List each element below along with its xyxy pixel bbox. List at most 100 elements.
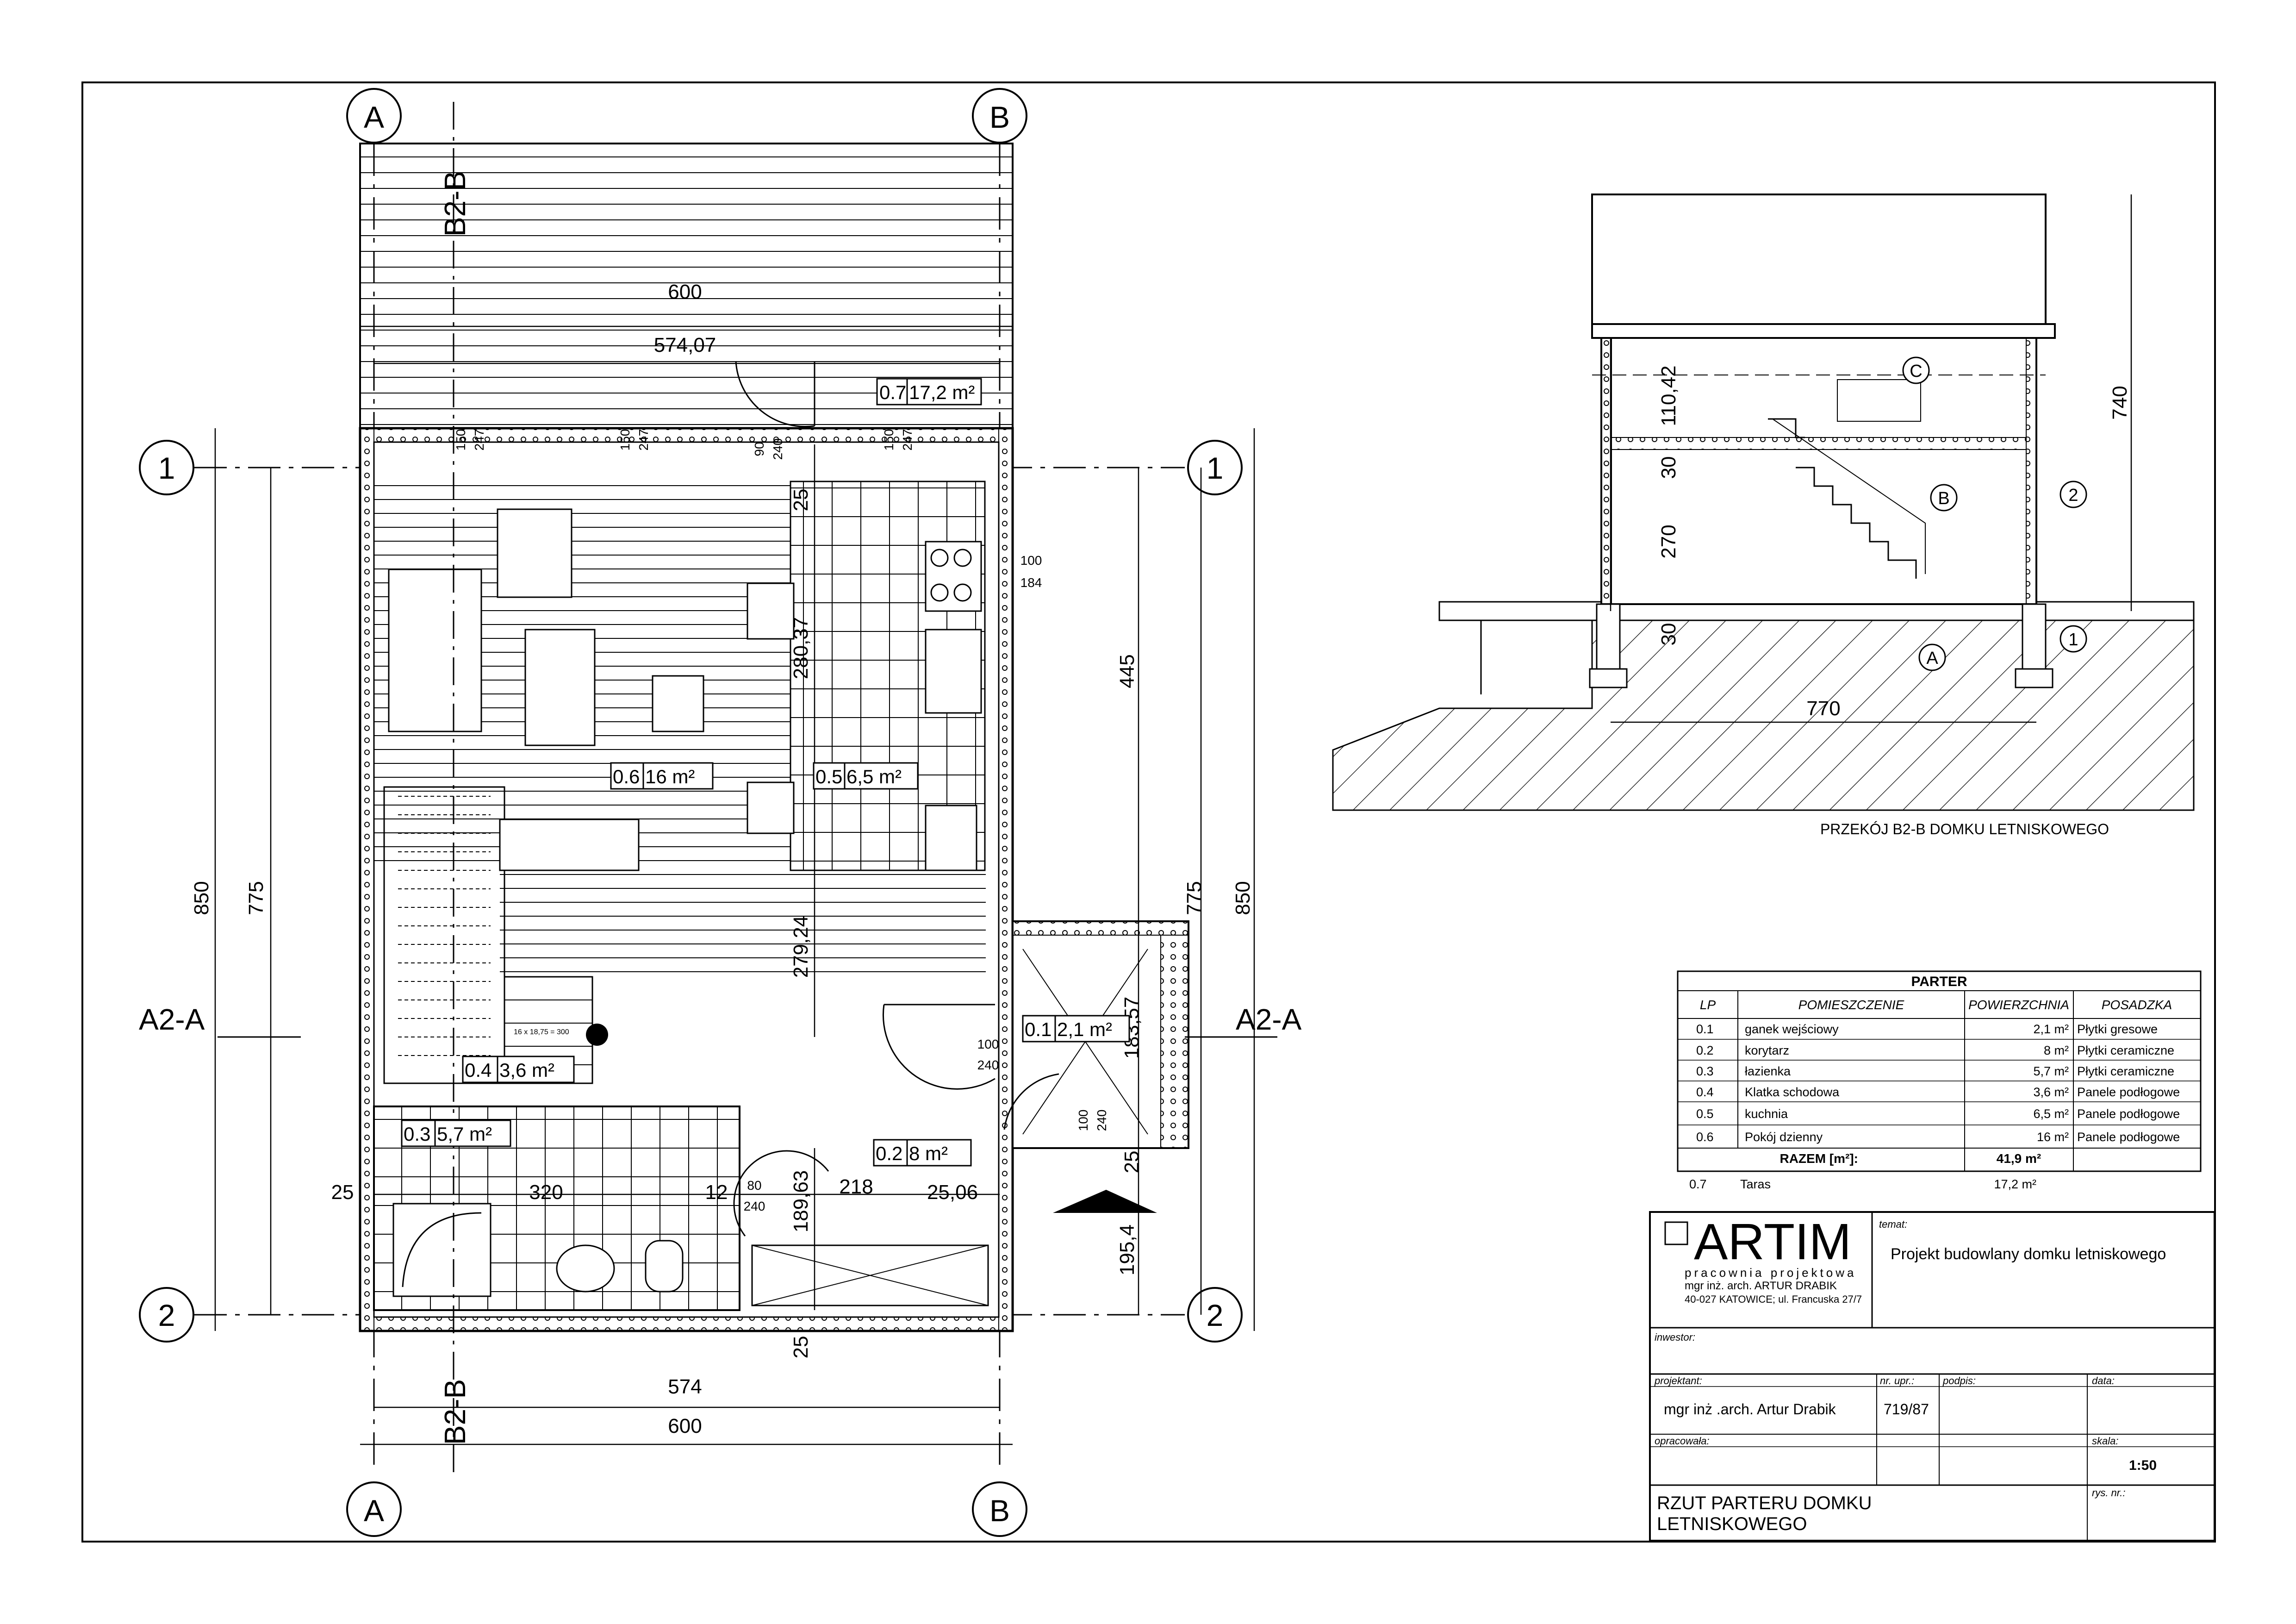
svg-text:Płytki gresowe: Płytki gresowe (2077, 1022, 2158, 1036)
svg-text:A: A (364, 1493, 384, 1528)
dining-chair (747, 781, 795, 834)
svg-text:Panele podłogowe: Panele podłogowe (2077, 1085, 2180, 1099)
dim-600-bottom: 600 (668, 1415, 702, 1437)
floor-slab (1611, 437, 2027, 450)
svg-text:łazienka: łazienka (1745, 1064, 1791, 1078)
logo-square-icon (1664, 1221, 1688, 1245)
roof-gable (1591, 194, 2047, 339)
svg-text:A: A (1926, 649, 1938, 668)
logo-text: ARTIM (1694, 1213, 1851, 1270)
dim-25-top: 25 (790, 489, 812, 512)
room-tag-0-1: 0.1 2,1 m² (1022, 1015, 1130, 1043)
dim-12: 12 (705, 1181, 728, 1204)
door-dim-240-hall: 240 (977, 1058, 999, 1072)
dimension-texts: 600 574,07 574 600 850 775 775 850 445 1… (190, 281, 1254, 1437)
dim-320: 320 (529, 1181, 563, 1204)
svg-text:ganek wejściowy: ganek wejściowy (1745, 1022, 1839, 1036)
svg-text:LP: LP (1700, 998, 1716, 1012)
projektant-value: mgr inż .arch. Artur Drabik (1664, 1401, 1836, 1418)
svg-text:0.4: 0.4 (1696, 1085, 1714, 1099)
svg-text:A: A (364, 100, 384, 134)
house-section (1600, 337, 2037, 605)
title-block: ARTIM pracownia projektowa mgr inż. arch… (1649, 1211, 2215, 1542)
svg-text:0.4: 0.4 (465, 1059, 492, 1081)
armchair (497, 508, 572, 598)
dimension-lines (214, 325, 1255, 1445)
nr-label: nr. upr.: (1880, 1375, 1914, 1387)
svg-text:C: C (1910, 362, 1922, 381)
svg-text:0.1: 0.1 (1025, 1018, 1052, 1040)
win-dim-247-1: 247 (472, 429, 486, 451)
svg-text:POWIERZCHNIA: POWIERZCHNIA (1968, 998, 2069, 1012)
shower-tray (392, 1203, 492, 1297)
svg-text:B: B (989, 100, 1010, 134)
svg-text:Płytki ceramiczne: Płytki ceramiczne (2077, 1043, 2174, 1057)
table-title: PARTER (1911, 974, 1967, 989)
door-dim-240-entry: 240 (1095, 1110, 1109, 1131)
svg-text:6,5 m²: 6,5 m² (846, 766, 902, 787)
dim-445: 445 (1116, 654, 1139, 688)
door-dim-100-hall: 100 (977, 1037, 999, 1051)
svg-text:16 m²: 16 m² (645, 766, 695, 787)
table-extra-row: 0.7 Taras 17,2 m² (1689, 1177, 2036, 1191)
coffee-table (524, 629, 596, 746)
svg-text:0.5: 0.5 (1696, 1107, 1714, 1121)
door-dim-80-bath: 80 (747, 1178, 761, 1193)
svg-text:3,6 m²: 3,6 m² (2033, 1085, 2069, 1099)
svg-text:3,6 m²: 3,6 m² (499, 1059, 554, 1081)
kitchen-stool (747, 582, 795, 640)
room-tag-0-6: 0.6 16 m² (610, 762, 714, 790)
sofa (388, 568, 482, 732)
projektant-label: projektant: (1654, 1375, 1702, 1387)
svg-text:Płytki ceramiczne: Płytki ceramiczne (2077, 1064, 2174, 1078)
svg-text:8 m²: 8 m² (909, 1143, 948, 1164)
section-b2b: 740 110,42 30 270 30 770 C B A 2 1 PRZEK… (1332, 194, 2195, 837)
svg-text:B: B (1938, 489, 1949, 508)
axis-bubble-a-top: A (346, 88, 402, 144)
section-mark-a2a-left: A2-A (139, 1003, 205, 1036)
room-tag-0-3: 0.3 5,7 m² (401, 1119, 511, 1147)
room-tag-0-4: 0.4 3,6 m² (462, 1056, 575, 1083)
entrance-arrow (1053, 1190, 1157, 1213)
svg-text:0.3: 0.3 (1696, 1064, 1714, 1078)
svg-text:0.6: 0.6 (1696, 1130, 1714, 1144)
svg-text:kuchnia: kuchnia (1745, 1107, 1788, 1121)
dim-775-left: 775 (245, 881, 268, 915)
drawing-title-line1: RZUT PARTERU DOMKU (1657, 1493, 1872, 1513)
kitchen-sink (925, 629, 982, 714)
door-dim-90: 90 (752, 442, 766, 456)
svg-text:Pokój dzienny: Pokój dzienny (1745, 1130, 1823, 1144)
svg-text:0.7: 0.7 (1689, 1177, 1707, 1191)
door-dim-240: 240 (771, 438, 785, 460)
win-dim-247-2: 247 (636, 429, 651, 451)
svg-text:1: 1 (2068, 630, 2078, 650)
opracowala-label: opracowała: (1655, 1435, 1710, 1447)
room-tag-0-7: 0.7 17,2 m² (876, 378, 982, 406)
door-dim-240-bath: 240 (744, 1199, 765, 1213)
svg-text:6,5 m²: 6,5 m² (2033, 1107, 2069, 1121)
sec-dim-30-upper: 30 (1657, 456, 1680, 479)
dim-25-porch: 25 (1120, 1151, 1143, 1174)
svg-text:Panele podłogowe: Panele podłogowe (2077, 1107, 2180, 1121)
svg-text:8 m²: 8 m² (2044, 1043, 2069, 1057)
room-tag-0-5: 0.5 6,5 m² (813, 762, 919, 790)
svg-text:Klatka schodowa: Klatka schodowa (1745, 1085, 1840, 1099)
sec-dim-270: 270 (1657, 525, 1680, 558)
sec-bubble-2: 2 (2060, 481, 2087, 508)
dim-218: 218 (839, 1175, 873, 1198)
axis-bubble-2-left: 2 (139, 1287, 194, 1343)
room-tag-0-2: 0.2 8 m² (873, 1139, 972, 1167)
table-total-value: 41,9 m² (1997, 1151, 2041, 1166)
stair-start-dot (586, 1024, 608, 1046)
drawing-title-line2: LETNISKOWEGO (1657, 1514, 1807, 1534)
sec-bubble-c: C (1902, 356, 1930, 384)
section-caption: PRZEKÓJ B2-B DOMKU LETNISKOWEGO (1820, 821, 2109, 837)
furniture (388, 508, 989, 1306)
table-row: 0.4 Klatka schodowa 3,6 m² Panele podłogowe (1696, 1085, 2180, 1099)
axis-bubble-b-top: B (972, 88, 1027, 144)
logo-sub1: pracownia projektowa (1685, 1266, 1856, 1280)
washbasin (556, 1244, 615, 1293)
svg-text:0.5: 0.5 (815, 766, 842, 787)
